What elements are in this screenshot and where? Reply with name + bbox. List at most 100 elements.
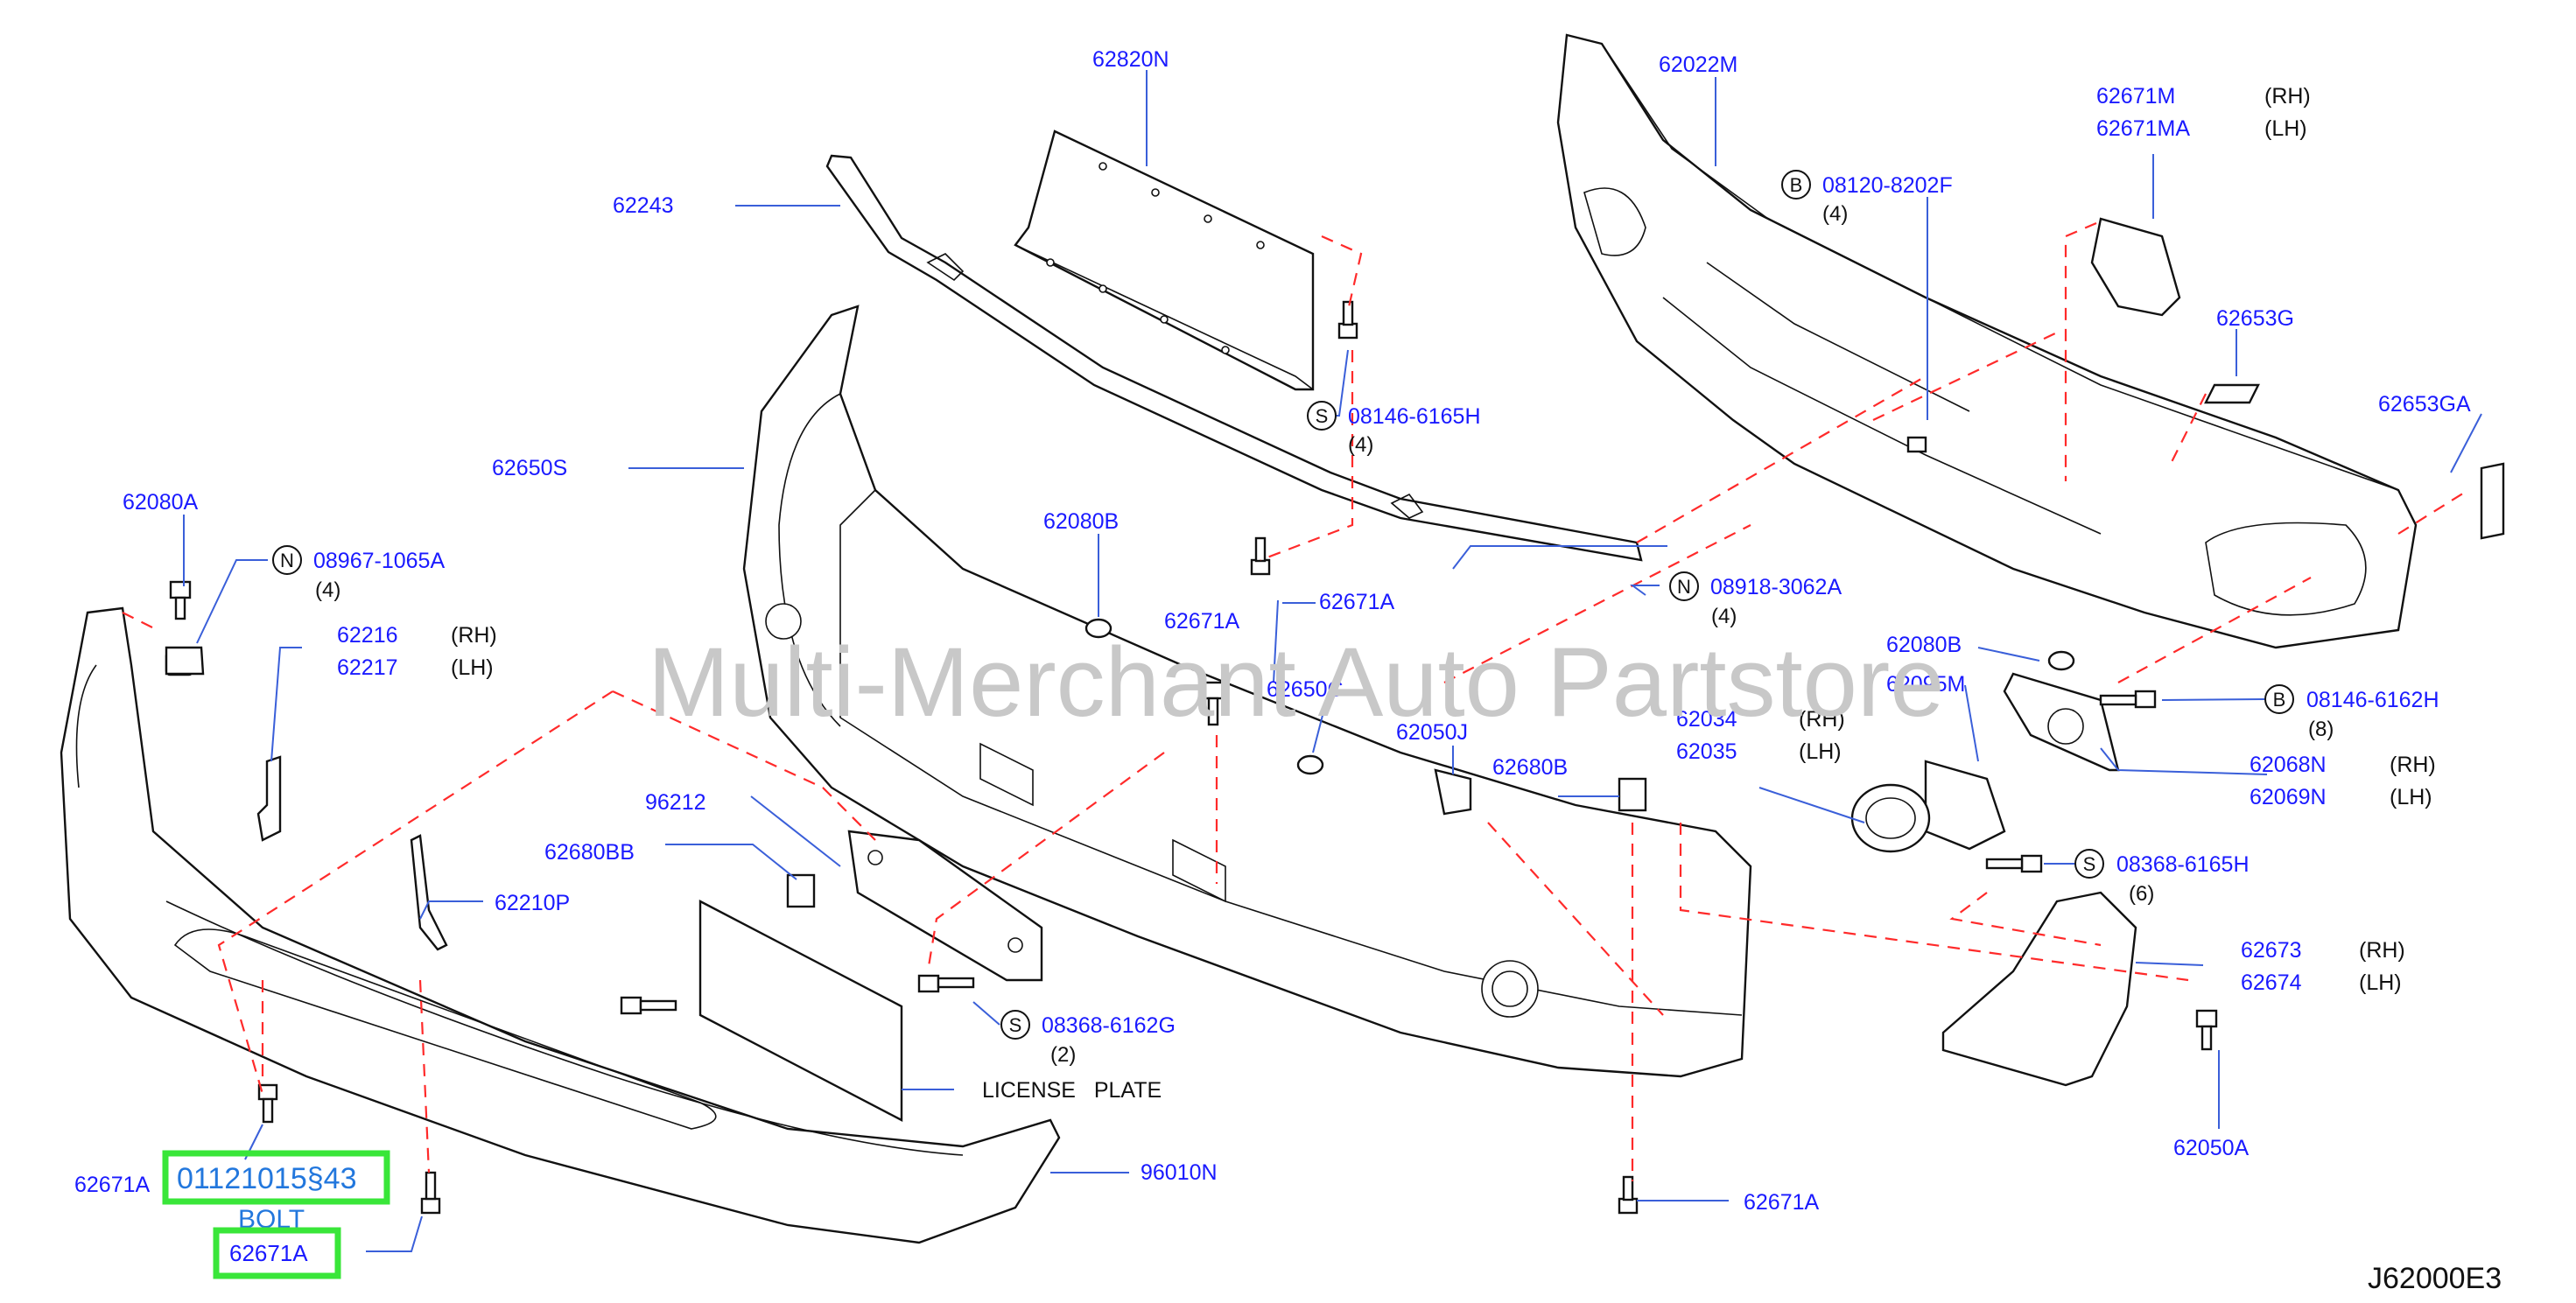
label-62080A[interactable]: 62080A	[123, 490, 199, 515]
filler-strip-62243	[825, 154, 1643, 562]
bolt-62671A-bottom-left	[420, 1171, 441, 1215]
label-08967-1065A[interactable]: 08967-1065A	[313, 549, 445, 573]
label-62035[interactable]: 62035	[1676, 739, 1737, 764]
marker-n-08918	[1669, 571, 1699, 601]
bracket-62216	[256, 755, 282, 842]
label-62653GA[interactable]: 62653GA	[2378, 392, 2471, 417]
drawing-code: J62000E3	[2368, 1262, 2502, 1295]
label-62671MA[interactable]: 62671MA	[2096, 116, 2190, 141]
label-62820N[interactable]: 62820N	[1092, 47, 1169, 72]
label-08120-8202F[interactable]: 08120-8202F	[1822, 173, 1953, 198]
nut-62650C	[1296, 754, 1324, 775]
bolt-62080A	[169, 580, 192, 620]
bolt-s08368-6162G	[917, 974, 975, 993]
license-plate	[698, 900, 903, 1122]
bolt-62671A-left	[257, 1083, 278, 1124]
label-62671A-center[interactable]: 62671A	[1164, 609, 1240, 634]
label-62050J[interactable]: 62050J	[1396, 720, 1468, 745]
label-08368-6165H-qty: (6)	[2129, 882, 2154, 906]
bolt-08120	[1906, 436, 1927, 453]
label-08146-6162H-qty: (8)	[2308, 718, 2334, 741]
marker-s-08146-letter: S	[1316, 405, 1329, 427]
label-62671A-bottom[interactable]: 62671A	[1744, 1190, 1820, 1215]
label-62653G[interactable]: 62653G	[2216, 306, 2294, 331]
label-62068N[interactable]: 62068N	[2250, 753, 2327, 777]
fog-cover-62095M	[1924, 760, 2006, 851]
marker-b-08120	[1781, 170, 1811, 200]
label-62217[interactable]: 62217	[337, 655, 398, 680]
marker-s-08368-6165H	[2074, 849, 2104, 879]
label-62034[interactable]: 62034	[1676, 707, 1737, 732]
marker-s-08368-6165H-letter: S	[2083, 853, 2096, 875]
clip-62050J	[1434, 768, 1472, 816]
sticker-62653GA	[2480, 462, 2505, 540]
label-62243[interactable]: 62243	[613, 193, 674, 218]
label-62674[interactable]: 62674	[2241, 970, 2302, 995]
label-62680B[interactable]: 62680B	[1492, 755, 1568, 780]
label-62650C[interactable]: 62650C	[1267, 677, 1344, 702]
label-62050A[interactable]: 62050A	[2173, 1136, 2250, 1160]
label-08918-3062A[interactable]: 08918-3062A	[1710, 575, 1842, 599]
leader-lines	[183, 70, 2482, 1252]
marker-s-08368-6162G-letter: S	[1009, 1014, 1022, 1036]
label-62080B-right[interactable]: 62080B	[1886, 633, 1962, 657]
label-08146-6162H[interactable]: 08146-6162H	[2306, 688, 2439, 712]
label-62069N[interactable]: 62069N	[2250, 785, 2327, 809]
label-62035-side: (LH)	[1799, 739, 1842, 764]
marker-b-08146	[2264, 684, 2294, 714]
label-62034-side: (RH)	[1799, 707, 1845, 732]
marker-b-08120-letter: B	[1790, 174, 1803, 196]
clip-62680BB	[786, 873, 816, 908]
bolt-b08146-6162H	[2099, 690, 2157, 709]
label-96212[interactable]: 96212	[645, 790, 706, 815]
marker-s-08368-6162G	[1000, 1010, 1030, 1040]
label-08967-1065A-qty: (4)	[315, 578, 340, 602]
label-08146-6165H-qty: (4)	[1348, 433, 1373, 457]
label-08918-3062A-qty: (4)	[1711, 605, 1737, 628]
license-bracket-96212	[847, 830, 1043, 982]
label-62069N-side: (LH)	[2390, 785, 2432, 809]
label-62673[interactable]: 62673	[2241, 938, 2302, 963]
highlight-reference[interactable]: 62671A	[229, 1240, 308, 1266]
label-62673-side: (RH)	[2359, 938, 2405, 963]
clip-n08967	[165, 646, 205, 676]
lower-bumper-96010N	[60, 606, 1061, 1244]
bumper-reinforcement-62650S	[742, 305, 1752, 1078]
label-62674-side: (LH)	[2359, 970, 2402, 995]
label-08146-6165H[interactable]: 08146-6165H	[1348, 404, 1481, 429]
fog-bezel-62034	[1850, 783, 1931, 853]
label-62671A-mid[interactable]: 62671A	[1319, 590, 1395, 614]
highlight-part-number[interactable]: 01121015§43	[177, 1162, 356, 1195]
label-08368-6165H[interactable]: 08368-6165H	[2116, 852, 2250, 877]
bolt-s08146-6165H	[1337, 300, 1358, 340]
label-62095M[interactable]: 62095M	[1886, 672, 1965, 697]
bolt-62050A	[2195, 1009, 2218, 1051]
label-62671M-side: (RH)	[2264, 84, 2311, 109]
label-62671A-left[interactable]: 62671A	[74, 1173, 151, 1197]
bumper-fascia-62022M	[1556, 33, 2418, 649]
label-08120-8202F-qty: (4)	[1822, 202, 1848, 226]
label-62210P[interactable]: 62210P	[495, 891, 570, 915]
label-62671M[interactable]: 62671M	[2096, 84, 2175, 109]
label-62080B-center[interactable]: 62080B	[1043, 509, 1119, 534]
label-62650S[interactable]: 62650S	[492, 456, 567, 480]
label-62680BB[interactable]: 62680BB	[544, 840, 635, 865]
nut-62080B-center	[1084, 618, 1113, 639]
label-96010N[interactable]: 96010N	[1141, 1160, 1218, 1185]
label-08368-6162G-qty: (2)	[1050, 1043, 1076, 1067]
marker-s-08146	[1307, 401, 1337, 431]
clip-62680B	[1618, 777, 1647, 812]
label-08368-6162G[interactable]: 08368-6162G	[1042, 1013, 1176, 1038]
bolt-62671A-mid	[1250, 536, 1271, 576]
highlighted-part: 01121015§43 BOLT 62671A	[162, 1150, 390, 1279]
bolt-license-left	[620, 996, 677, 1015]
label-62216-side: (RH)	[451, 623, 497, 648]
label-62022M[interactable]: 62022M	[1659, 53, 1737, 77]
label-license-plate: LICENSE PLATE	[982, 1078, 1162, 1103]
label-62671MA-side: (LH)	[2264, 116, 2307, 141]
label-62216[interactable]: 62216	[337, 623, 398, 648]
label-62217-side: (LH)	[451, 655, 494, 680]
watermark: Multi-Merchant Auto Partstore	[648, 627, 1944, 737]
bolt-62671A-center	[1202, 681, 1225, 726]
